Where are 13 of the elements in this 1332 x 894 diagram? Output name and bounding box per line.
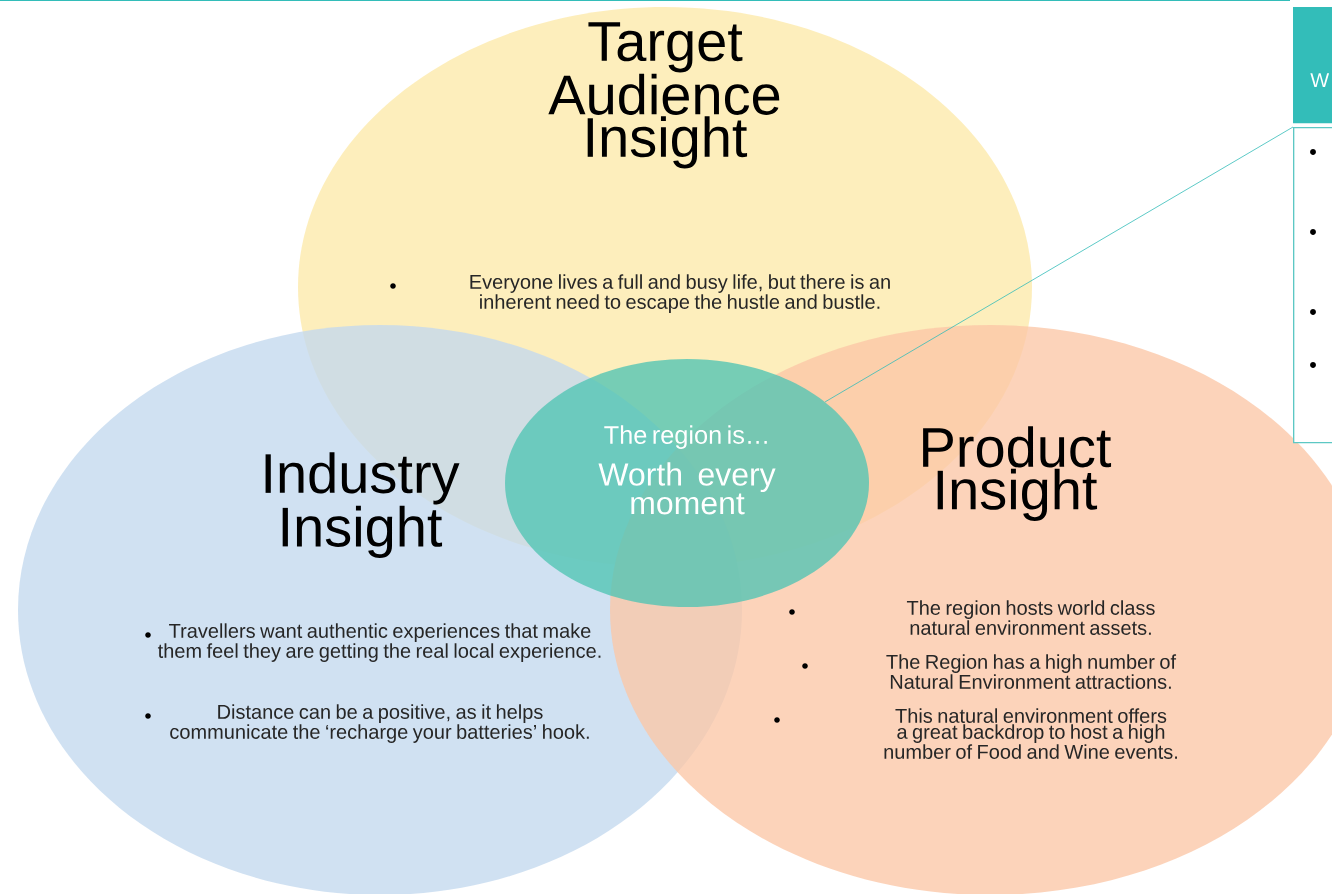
heading: Industry Insight: [265, 452, 460, 558]
bullet-text: Travellers want authentic experiences that make them feel they are getting the real local experience.: [157, 623, 601, 662]
bullet-text: Distance can be a positive, as it helps communicate the ‘recharge your batteries’ hook.: [170, 704, 589, 743]
header-box: W: [1293, 7, 1332, 124]
heading: Target Audience Insight: [548, 22, 780, 169]
leader-line: [824, 126, 1294, 403]
heading: Product Insight: [923, 426, 1112, 521]
bullet-text: The Region has a high number of Natural Environment attractions.: [886, 654, 1177, 689]
center-text: The region is…: [604, 425, 767, 449]
bullet-text: Everyone lives a full and busy life, but there is an inherent need to escape the hustle and bustle.: [470, 274, 890, 313]
center-text: Worth every moment: [598, 462, 776, 515]
bullet-text: The region hosts world class natural environment assets.: [906, 600, 1155, 635]
bullet-text: This natural environment offers a great backdrop to host a high number of Food and Wine events.: [884, 708, 1177, 759]
